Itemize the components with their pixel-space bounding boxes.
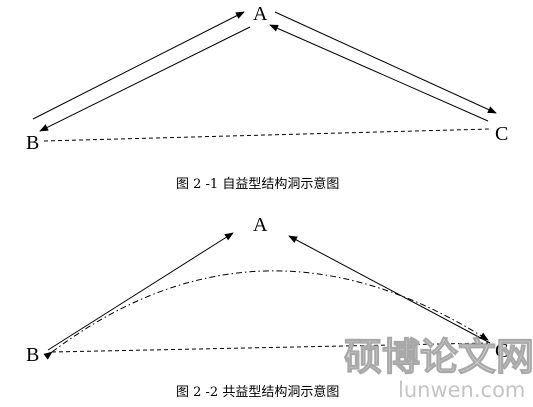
arrow-b-to-a <box>32 11 245 120</box>
figure-2-1: A B C 图 2 -1 自益型结构洞示意图 <box>26 3 508 192</box>
node-c-label: C <box>495 123 508 145</box>
node-b-label: B <box>26 132 39 154</box>
watermark-chinese: 硕博论文网 <box>344 335 533 379</box>
watermark: 硕博论文网 lunwen.com <box>344 335 533 403</box>
arrow-a-to-b <box>39 26 251 132</box>
node-a-label: A <box>253 3 268 25</box>
node-a-label: A <box>253 214 268 236</box>
figure-2-2: A B C 图 2 -2 共益型结构洞示意图 <box>26 214 508 400</box>
arrow-a-to-c <box>274 11 497 114</box>
figure-2-1-caption: 图 2 -1 自益型结构洞示意图 <box>176 176 339 192</box>
arrow-b-to-a <box>47 232 234 351</box>
dashed-line-b-c <box>51 342 489 353</box>
arrow-c-to-a <box>269 24 489 122</box>
node-b-label: B <box>26 344 39 366</box>
node-c-label: C <box>495 340 508 362</box>
figure-2-2-caption: 图 2 -2 共益型结构洞示意图 <box>176 384 339 400</box>
watermark-url: lunwen.com <box>398 378 525 402</box>
dashed-line-b-c <box>43 128 491 142</box>
arrow-c-to-a <box>288 235 491 344</box>
dashdot-curve-b-c <box>43 270 489 360</box>
